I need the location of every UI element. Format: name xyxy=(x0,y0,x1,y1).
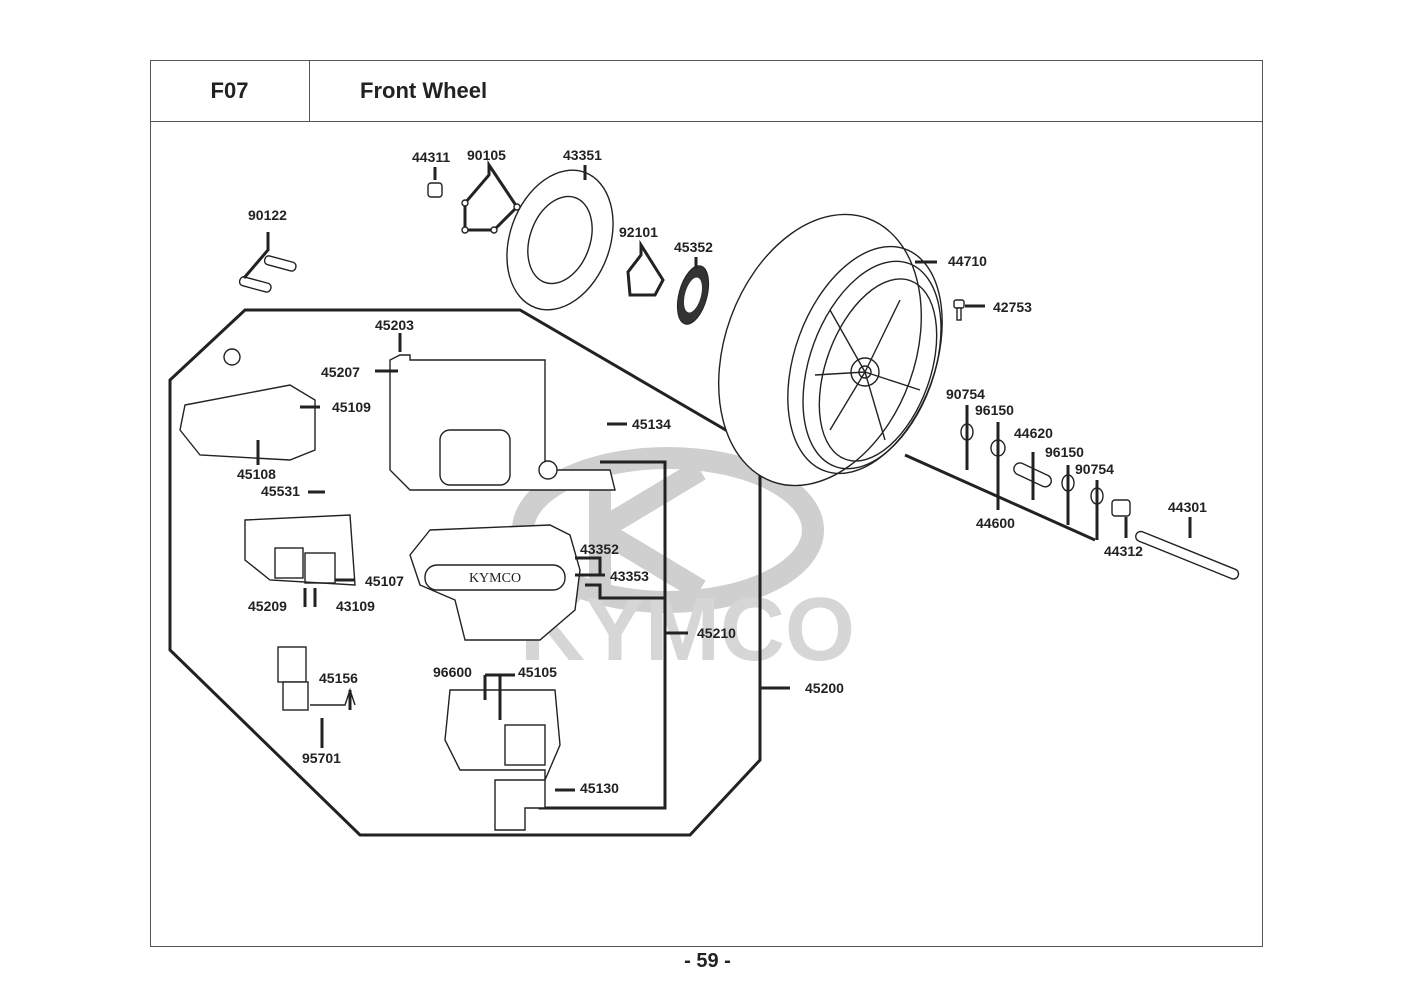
label-90754-b[interactable]: 90754 xyxy=(1075,461,1114,477)
page-title: Front Wheel xyxy=(360,78,488,103)
label-45209[interactable]: 45209 xyxy=(248,598,287,614)
part-44710-wheel xyxy=(717,213,943,487)
label-96600[interactable]: 96600 xyxy=(433,664,472,680)
caliper-logo-text: KYMCO xyxy=(469,571,521,586)
label-90754-a[interactable]: 90754 xyxy=(946,386,985,402)
label-43351[interactable]: 43351 xyxy=(563,147,602,163)
label-45105[interactable]: 45105 xyxy=(518,664,557,680)
part-90122-pins xyxy=(238,232,297,293)
label-96150-b[interactable]: 96150 xyxy=(1045,444,1084,460)
label-92101[interactable]: 92101 xyxy=(619,224,658,240)
label-44301[interactable]: 44301 xyxy=(1168,499,1207,515)
label-45109[interactable]: 45109 xyxy=(332,399,371,415)
label-45531[interactable]: 45531 xyxy=(261,483,300,499)
label-45200[interactable]: 45200 xyxy=(805,680,844,696)
label-45352[interactable]: 45352 xyxy=(674,239,713,255)
label-44311[interactable]: 44311 xyxy=(412,149,450,165)
part-90105-bolts xyxy=(461,160,521,234)
part-45107-caliper-half xyxy=(244,490,356,607)
page-number: - 59 - xyxy=(684,950,731,972)
label-45107[interactable]: 45107 xyxy=(365,573,404,589)
label-90122[interactable]: 90122 xyxy=(248,207,287,223)
label-45130[interactable]: 45130 xyxy=(580,780,619,796)
part-45156-pad-spring xyxy=(277,646,356,748)
label-45203[interactable]: 45203 xyxy=(375,317,414,333)
label-90105[interactable]: 90105 xyxy=(467,147,506,163)
part-44311-collar xyxy=(427,167,443,198)
label-96150-a[interactable]: 96150 xyxy=(975,402,1014,418)
part-45105-caliper-body xyxy=(444,673,575,831)
label-43352[interactable]: 43352 xyxy=(580,541,619,557)
label-44312[interactable]: 44312 xyxy=(1104,543,1143,559)
part-45352-speedometer-gear xyxy=(676,257,710,325)
part-42753-valve xyxy=(953,299,985,321)
part-labels: 90122 44311 90105 43351 92101 45352 4471… xyxy=(237,147,1207,796)
axle-parts-group xyxy=(904,405,1240,580)
label-43109[interactable]: 43109 xyxy=(336,598,375,614)
label-45210[interactable]: 45210 xyxy=(697,625,736,641)
part-45108-bracket xyxy=(179,348,320,465)
section-code: F07 xyxy=(150,60,310,122)
caliper-assembly-outline xyxy=(168,308,762,837)
label-43353[interactable]: 43353 xyxy=(610,568,649,584)
label-45156[interactable]: 45156 xyxy=(319,670,358,686)
part-92101-bolts xyxy=(626,239,665,297)
label-45207[interactable]: 45207 xyxy=(321,364,360,380)
label-45108[interactable]: 45108 xyxy=(237,466,276,482)
label-44600[interactable]: 44600 xyxy=(976,515,1015,531)
label-44710[interactable]: 44710 xyxy=(948,253,987,269)
part-43351-brake-disk xyxy=(506,165,614,311)
label-44620[interactable]: 44620 xyxy=(1014,425,1053,441)
label-95701[interactable]: 95701 xyxy=(302,750,341,766)
part-kymco-caliper: KYMCO xyxy=(409,524,688,641)
header-divider xyxy=(310,121,1263,122)
label-45134[interactable]: 45134 xyxy=(632,416,671,432)
diagram-frame xyxy=(150,60,1263,947)
label-42753[interactable]: 42753 xyxy=(993,299,1032,315)
